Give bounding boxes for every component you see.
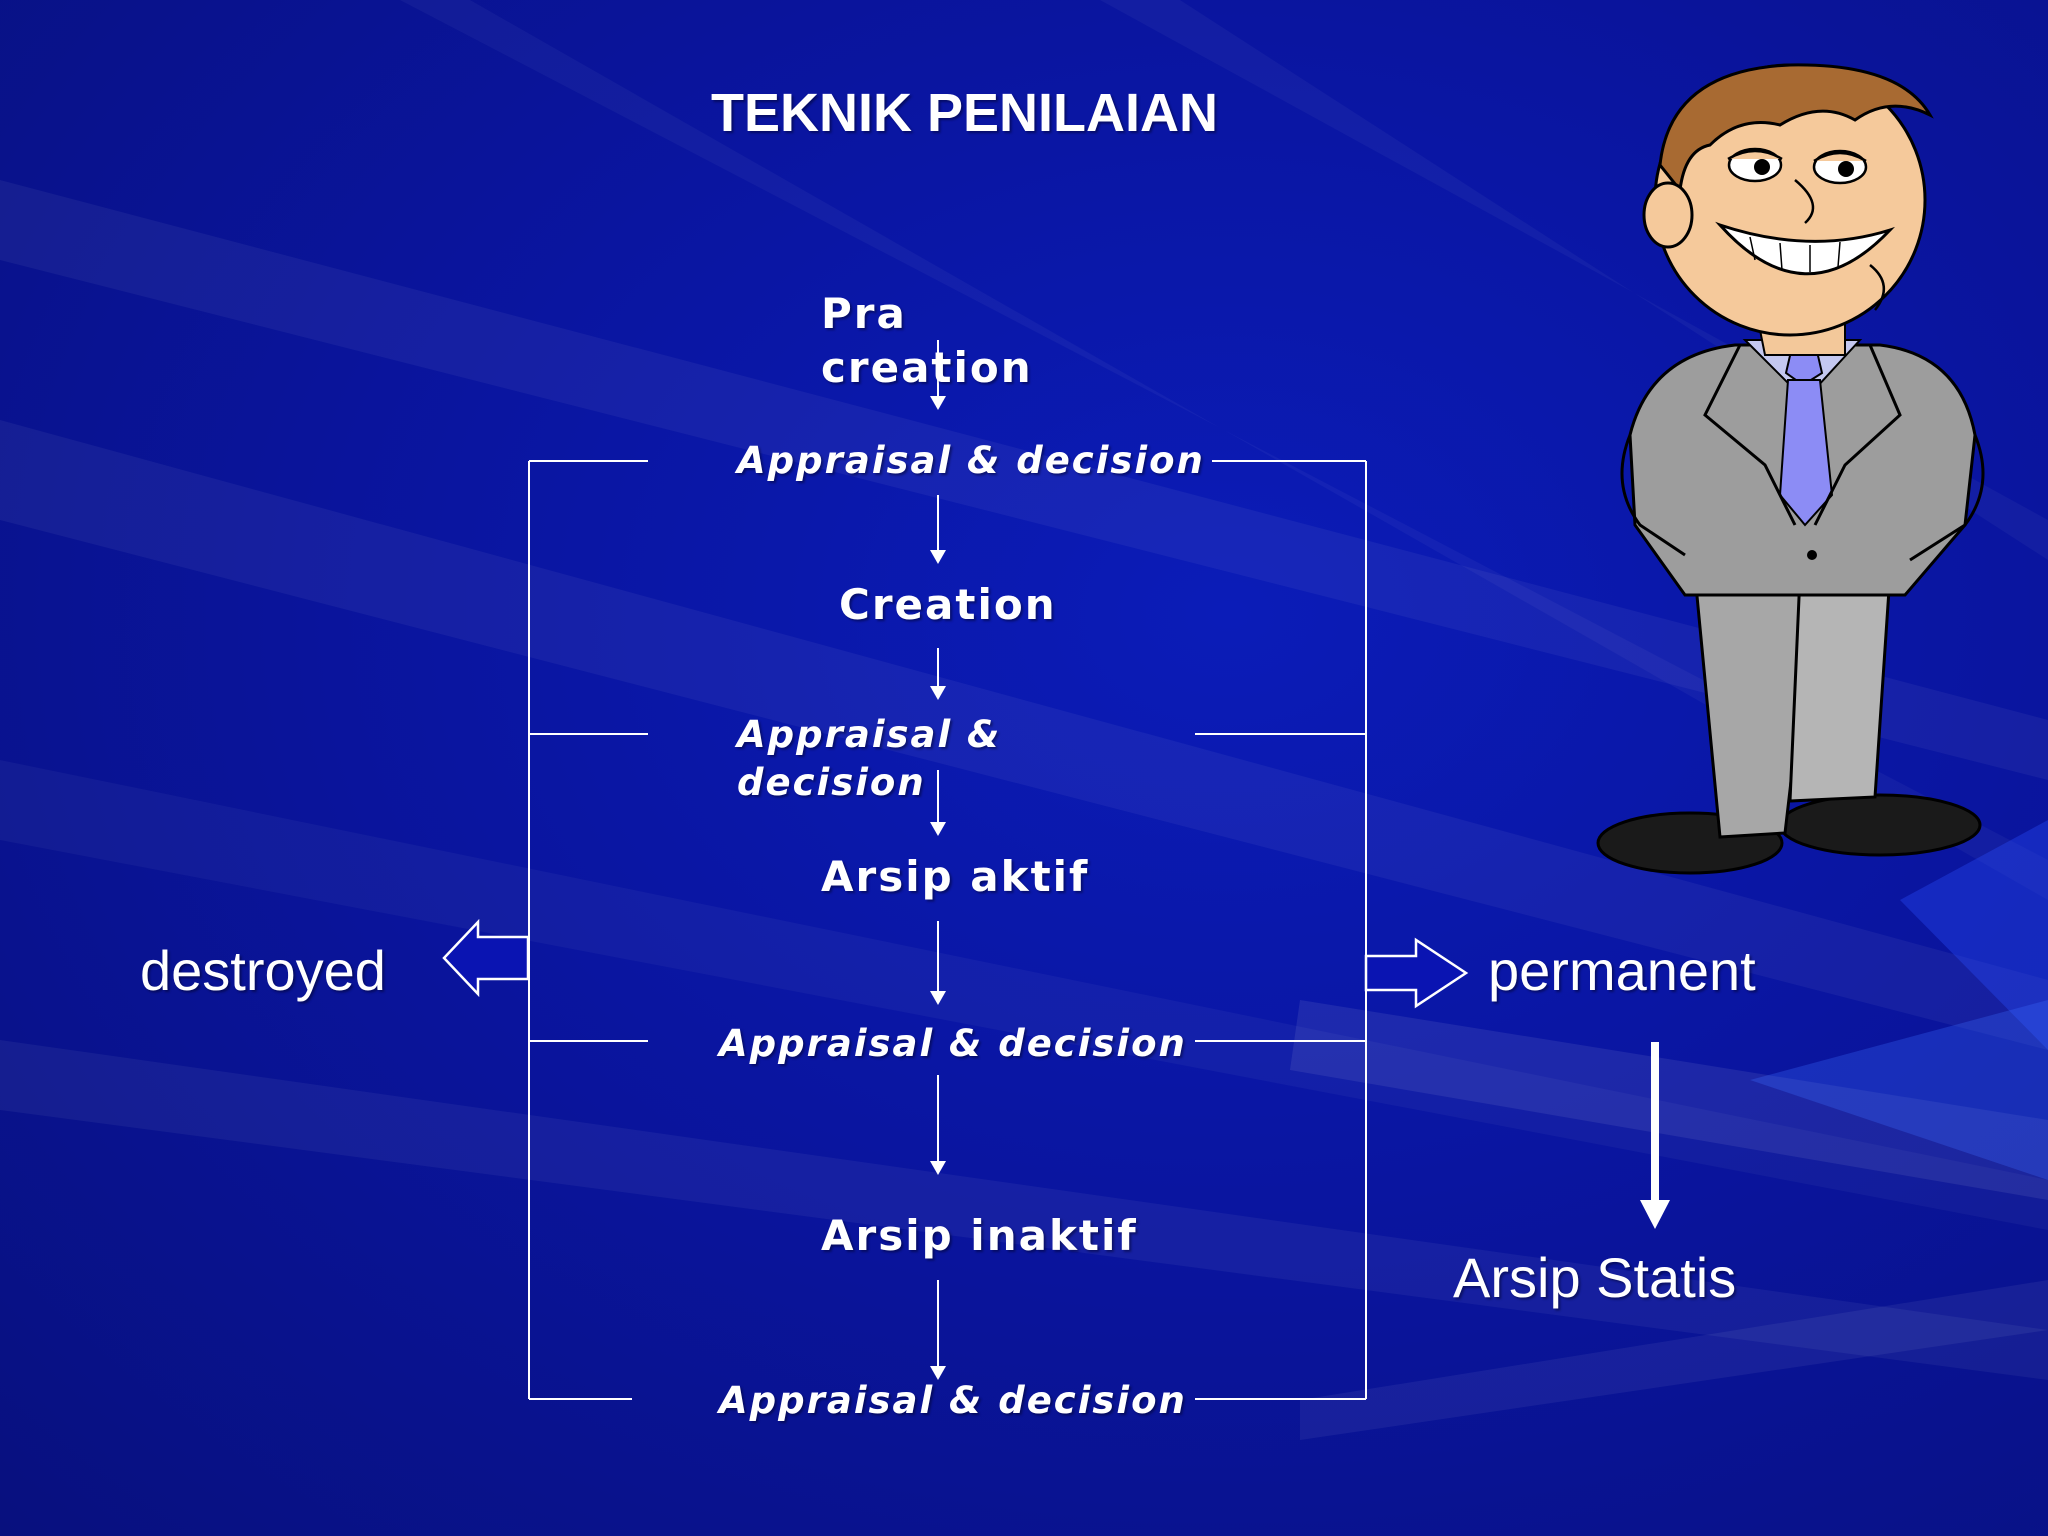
node-pra-creation: creation — [821, 343, 1033, 392]
appraisal-decision-2-cont: decision — [737, 761, 926, 804]
node-arsip-inaktif: Arsip inaktif — [821, 1211, 1138, 1260]
node-arsip-aktif: Arsip aktif — [821, 852, 1090, 901]
appraisal-decision-2: Appraisal & — [737, 713, 1002, 756]
outcome-permanent: permanent — [1488, 939, 1756, 1002]
node-pra: Pra — [821, 289, 907, 338]
appraisal-decision-4: Appraisal & decision — [719, 1379, 1187, 1422]
appraisal-decision-1: Appraisal & decision — [737, 439, 1205, 482]
appraisal-decision-3: Appraisal & decision — [719, 1022, 1187, 1065]
outcome-arsip-statis: Arsip Statis — [1453, 1246, 1737, 1309]
businessman-cartoon-icon — [1596, 63, 1985, 875]
slide-title: TEKNIK PENILAIAN — [711, 83, 1219, 143]
outcome-destroyed: destroyed — [140, 939, 386, 1002]
node-creation: Creation — [839, 580, 1057, 629]
